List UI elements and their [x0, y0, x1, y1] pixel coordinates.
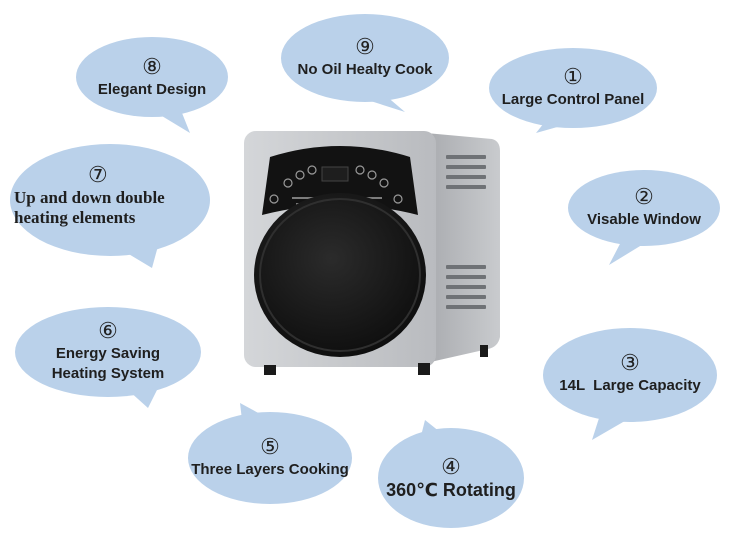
feature-number: ⑦	[88, 163, 108, 188]
digital-display	[321, 166, 349, 182]
bubble-4	[378, 428, 524, 528]
feature-4: ④ 360℃ Rotating	[378, 436, 524, 520]
bubble-7	[10, 144, 210, 256]
bubble-2	[568, 170, 720, 246]
feature-label: 14L Large Capacity	[559, 377, 701, 394]
bubble-1-tail	[536, 118, 575, 133]
feature-3: ③ 14L Large Capacity	[543, 334, 717, 414]
bubble-5	[188, 412, 352, 504]
control-buttons	[269, 165, 403, 204]
side-vents	[446, 155, 486, 309]
feature-number: ⑤	[260, 435, 280, 460]
bubble-5-tail	[240, 403, 262, 420]
feature-number: ①	[563, 65, 583, 90]
feature-6: ⑥ Energy Saving Heating System	[15, 310, 201, 394]
feature-label-line2: heating elements	[14, 208, 136, 227]
feature-label: Visable Window	[587, 211, 701, 228]
bubble-9	[281, 14, 449, 102]
feature-1: ① Large Control Panel	[489, 52, 657, 124]
feature-2: ② Visable Window	[568, 172, 720, 244]
bubble-1	[489, 48, 657, 128]
bubble-6-tail	[128, 388, 158, 408]
bubble-6	[15, 307, 201, 397]
feature-number: ⑨	[355, 35, 375, 60]
feature-9: ⑨ No Oil Healty Cook	[281, 20, 449, 96]
feature-8: ⑧ Elegant Design	[76, 42, 228, 114]
feature-number: ③	[620, 351, 640, 376]
bubble-3-tail	[592, 415, 630, 440]
feature-label: No Oil Healty Cook	[297, 61, 433, 78]
foot-right	[418, 363, 430, 375]
bubble-4-tail	[420, 420, 440, 440]
feature-label: Elegant Design	[97, 81, 207, 98]
feature-number: ④	[441, 455, 461, 480]
feature-number: ②	[634, 185, 654, 210]
feature-5: ⑤ Three Layers Cooking	[188, 420, 352, 496]
window-reflection	[259, 198, 421, 352]
feature-label-line1: Up and down double	[14, 188, 165, 207]
feature-label: 360℃ Rotating	[386, 480, 516, 500]
bubble-8	[76, 37, 228, 117]
viewing-window	[254, 193, 426, 357]
feature-label-line2: Heating System	[51, 365, 165, 382]
bubble-8-tail	[152, 108, 190, 133]
bubble-3	[543, 328, 717, 422]
bubble-2-tail	[609, 240, 650, 265]
foot-back	[480, 345, 488, 357]
bubble-9-tail	[355, 95, 405, 112]
feature-label: Large Control Panel	[501, 91, 645, 108]
feature-7: ⑦ Up and down double heating elements	[14, 148, 204, 244]
bubble-7-tail	[122, 246, 158, 268]
air-fryer-oven	[244, 131, 500, 375]
feature-number: ⑧	[142, 55, 162, 80]
foot-left	[264, 365, 276, 375]
feature-label-line1: Energy Saving	[55, 345, 161, 362]
feature-number: ⑥	[98, 319, 118, 344]
feature-label: Three Layers Cooking	[191, 461, 349, 478]
